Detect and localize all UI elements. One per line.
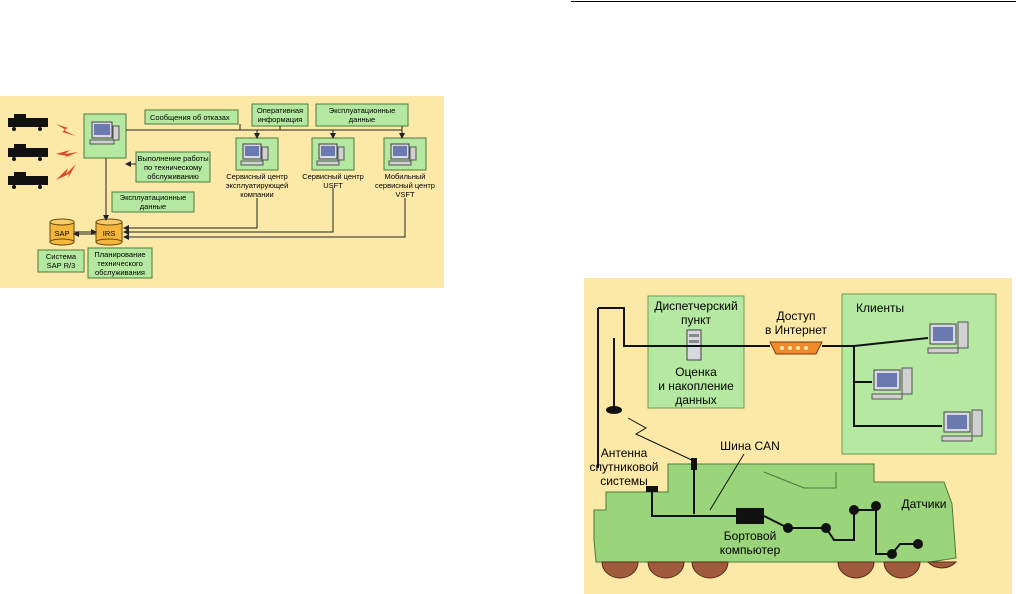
computer-icon-usft: [316, 143, 345, 166]
onboard-computer-label-1: Бортовой: [724, 529, 777, 543]
operational-info-label-1: Оперативная: [257, 106, 303, 115]
clients-label: Клиенты: [856, 301, 904, 315]
exploitation-data-mid-label-1: Эксплуатационные: [120, 193, 187, 202]
sap-system-label-2: SAP R/3: [47, 261, 76, 270]
computer-icon-central: [89, 121, 120, 145]
left-diagram-connectors: [73, 124, 406, 240]
planning-label-2: технического: [97, 259, 143, 268]
maintenance-work-box: [135, 151, 211, 183]
client-computer-icon-1: [927, 321, 969, 354]
exploitation-data-mid-label-2: данные: [140, 202, 166, 211]
sensor-dots: [783, 501, 923, 559]
planning-label-3: обслуживания: [95, 268, 145, 277]
exploitation-data-top-label-1: Эксплуатационные: [329, 106, 396, 115]
failure-messages-label: Сообщения об отказах: [150, 113, 230, 122]
computer-icon-mobile: [388, 143, 417, 166]
can-bus-pointer: [709, 453, 745, 511]
dispatch-label-2: пункт: [681, 313, 712, 327]
maintenance-work-label-2: по техническому: [144, 163, 202, 172]
sap-database-icon: [49, 218, 75, 246]
radio-antenna-device: [691, 458, 697, 470]
mobile-center-label-1: Мобильный: [385, 172, 426, 181]
irs-db-label: IRS: [103, 229, 116, 238]
onboard-computer-label-2: компьютер: [720, 543, 781, 557]
maintenance-work-label-3: обслуживанию: [147, 172, 199, 181]
usft-center-label-2: USFT: [323, 181, 343, 190]
exploitation-data-top-label-2: данные: [349, 115, 375, 124]
modem-icon: [769, 341, 823, 355]
locomotive-wheels: [601, 561, 958, 579]
onboard-computer-device: [736, 508, 764, 524]
satellite-antenna-label-1: Антенна: [601, 446, 648, 460]
mobile-center-label-2: сервисный центр: [375, 181, 435, 190]
locomotive-telemetry-diagram: Диспетчерский пункт Оценка и накопление …: [584, 278, 1012, 594]
evaluation-label-3: данных: [675, 393, 717, 407]
sap-system-label-1: Система: [46, 252, 77, 261]
evaluation-label-1: Оценка: [675, 365, 717, 379]
operational-info-label-2: информация: [258, 115, 303, 124]
internet-label-2: в Интернет: [765, 323, 828, 337]
irs-database-icon: [95, 218, 123, 246]
maintenance-planning-box: [87, 247, 153, 279]
right-diagram-network-lines: [597, 307, 942, 468]
exploitation-data-mid-box: [111, 191, 195, 213]
locomotive-icon-1: [8, 114, 48, 131]
locomotive-icon-2: [8, 144, 48, 161]
operator-center-label-3: компании: [240, 190, 273, 199]
satellite-antenna-device: [646, 486, 658, 492]
usft-center-label-1: Сервисный центр: [302, 172, 364, 181]
client-computer-icon-3: [941, 409, 983, 442]
radio-link-line: [627, 417, 697, 463]
dispatch-label-1: Диспетчерский: [654, 299, 737, 313]
operator-center-label-1: Сервисный центр: [226, 172, 288, 181]
computer-icon-operator: [240, 143, 269, 166]
operator-center-label-2: эксплуатирующей: [226, 181, 289, 190]
maintenance-work-label-1: Выполнение работы: [137, 154, 208, 163]
sap-system-box: [37, 249, 85, 273]
internet-label-1: Доступ: [776, 309, 815, 323]
locomotive-icon-3: [8, 172, 48, 189]
failure-messages-box: [144, 109, 239, 125]
sap-db-label: SAP: [54, 229, 69, 238]
radio-signal-icon: [56, 124, 78, 180]
can-bus-label: Шина CAN: [720, 439, 780, 453]
client-computer-icon-2: [871, 367, 913, 400]
ground-antenna-icon: [606, 338, 622, 414]
satellite-antenna-label-2: спутниковой: [590, 460, 659, 474]
maintenance-flow-diagram: Сообщения об отказах Оперативная информа…: [0, 96, 444, 288]
mobile-center-label-3: VSFT: [395, 190, 415, 199]
exploitation-data-top-box: [315, 103, 409, 127]
top-rule: [571, 1, 1016, 2]
sensors-label: Датчики: [902, 497, 947, 511]
planning-label-1: Планирование: [94, 250, 145, 259]
satellite-antenna-label-3: системы: [600, 474, 648, 488]
evaluation-label-2: и накопление: [658, 379, 734, 393]
